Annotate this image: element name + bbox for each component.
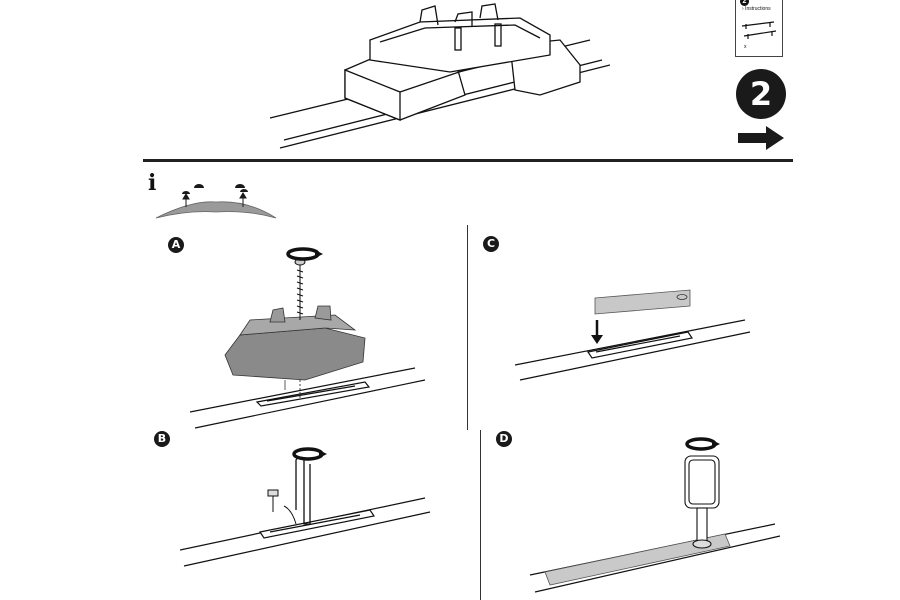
panel-a-badge: A: [168, 237, 184, 253]
bars-icon: [741, 21, 777, 39]
roof-curve-illustration: [155, 184, 277, 219]
panel-separator-vertical: [480, 430, 481, 600]
section-divider: [143, 159, 793, 162]
panel-c-badge: C: [483, 236, 499, 252]
next-arrow-icon: [738, 126, 784, 150]
thumbnail-step-number: 2: [740, 0, 749, 6]
top-foot-illustration: [269, 3, 610, 149]
panel-d-illustration: [529, 437, 781, 593]
rotate-icon: [292, 447, 327, 461]
info-icon: i: [148, 170, 157, 196]
panel-separator-vertical: [467, 225, 468, 430]
rotate-icon: [286, 247, 323, 261]
panel-a-illustration: [189, 247, 426, 429]
down-arrow-icon: [591, 320, 603, 344]
panel-b-badge: B: [154, 431, 170, 447]
panel-d-badge: D: [496, 431, 512, 447]
thumbnail-label: › Instructions: [742, 6, 771, 12]
step-number-badge: 2: [736, 69, 786, 119]
instructions-thumbnail: 2 › Instructions x: [735, 0, 783, 57]
panel-b-illustration: [180, 447, 431, 567]
thumbnail-marker: x: [744, 44, 747, 50]
panel-c-illustration: [514, 289, 751, 381]
rotate-icon: [685, 437, 720, 451]
